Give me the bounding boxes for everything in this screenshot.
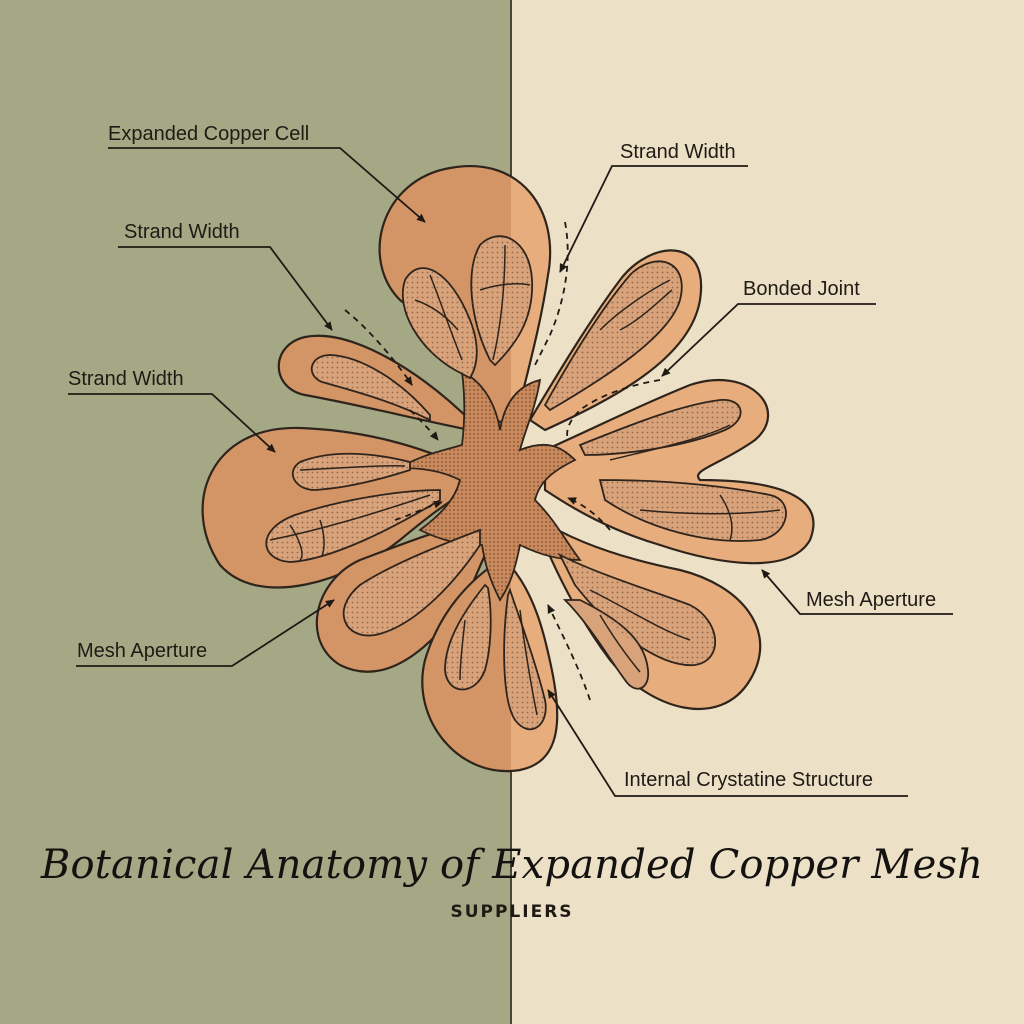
leader-mesh-aperture-right <box>761 569 953 615</box>
dashed-arrow-upper-left <box>344 309 413 386</box>
dashed-arrow-right-inner <box>567 497 611 531</box>
leader-expanded-copper-cell <box>108 147 426 223</box>
leader-bonded-joint <box>661 303 876 377</box>
label-internal-crystatine-structure: Internal Crystatine Structure <box>624 769 873 791</box>
dashed-arrow-bonded <box>566 379 661 441</box>
diagram-title: Botanical Anatomy of Expanded Copper Mes… <box>40 842 984 888</box>
diagram-subtitle: SUPPLIERS <box>450 902 574 922</box>
dashed-arrow-top-right <box>534 221 569 366</box>
label-strand-width-top-right: Strand Width <box>620 141 736 163</box>
dashed-arrow-left-mid <box>394 500 443 521</box>
label-mesh-aperture-right: Mesh Aperture <box>806 589 937 611</box>
label-bonded-joint: Bonded Joint <box>743 278 860 300</box>
label-strand-width-left-lower: Strand Width <box>68 368 184 390</box>
dashed-arrow-bottom-right <box>547 604 591 701</box>
label-strand-width-left-upper: Strand Width <box>124 221 240 243</box>
leader-mesh-aperture-left <box>76 599 335 667</box>
leader-internal-crystatine <box>547 689 908 797</box>
leader-strand-width-left-upper <box>118 246 333 331</box>
dashed-arrow-stem-left <box>409 409 439 441</box>
leader-strand-width-left-lower <box>68 393 276 453</box>
label-expanded-copper-cell: Expanded Copper Cell <box>108 123 310 145</box>
lobe-vein-lines <box>269 244 781 716</box>
leader-strand-width-top-right <box>559 165 748 273</box>
label-mesh-aperture-left: Mesh Aperture <box>77 640 208 662</box>
